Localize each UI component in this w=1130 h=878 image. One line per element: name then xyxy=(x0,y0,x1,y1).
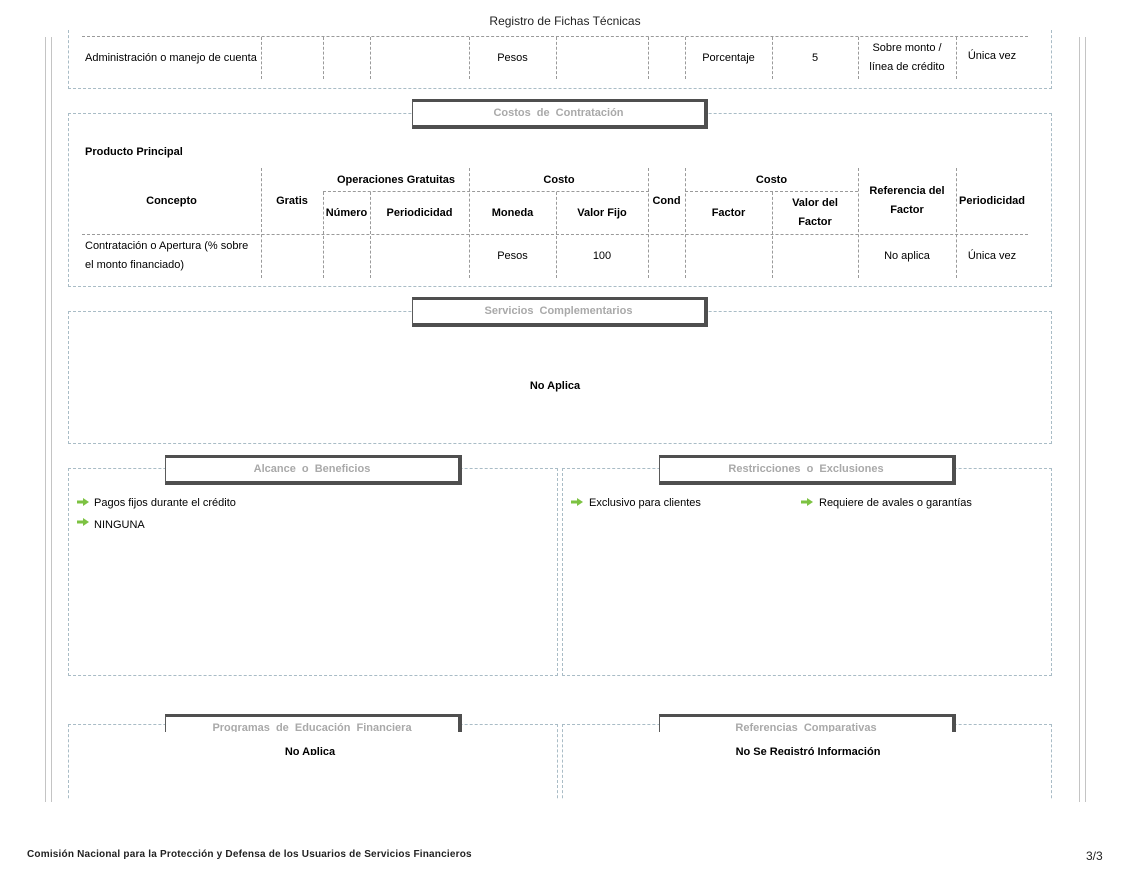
alcance-item: Pagos fijos durante el crédito xyxy=(94,497,236,509)
row-referencia: No aplica xyxy=(884,249,930,262)
referencias-panel xyxy=(562,724,1052,800)
header-costo-1: Costo xyxy=(543,173,575,186)
frame-line-left-outer xyxy=(45,37,46,802)
col-sep xyxy=(556,37,557,79)
header-periodicidad: Periodicidad xyxy=(958,194,1026,207)
col-sep xyxy=(261,168,262,278)
header-referencia: Referencia del Factor xyxy=(869,185,945,216)
top-row-moneda: Pesos xyxy=(497,51,528,64)
costos-tab: Costos de Contratación xyxy=(412,99,708,129)
programas-tab-clip: Programas de Educación Financiera xyxy=(160,712,470,732)
top-row-concepto: Administración o manejo de cuenta xyxy=(85,51,257,64)
programas-tab: Programas de Educación Financiera xyxy=(165,714,462,732)
col-sep xyxy=(370,37,371,79)
col-sep xyxy=(469,168,470,278)
arrow-right-icon xyxy=(77,498,89,506)
header-periodicidad-op: Periodicidad xyxy=(386,206,453,219)
row-periodicidad: Única vez xyxy=(967,249,1017,262)
arrow-right-icon xyxy=(77,518,89,526)
referencias-tab-clip: Referencias Comparativas xyxy=(654,712,964,732)
col-sep xyxy=(858,168,859,278)
header-operaciones-gratuitas: Operaciones Gratuitas xyxy=(337,173,455,186)
header-factor: Factor xyxy=(711,206,746,219)
col-sep xyxy=(772,37,773,79)
header-costo-2: Costo xyxy=(755,173,788,186)
arrow-right-icon xyxy=(571,498,583,506)
row-valor-fijo: 100 xyxy=(592,249,612,262)
top-row-referencia: Sobre monto / línea de crédito xyxy=(869,42,945,73)
producto-principal-label: Producto Principal xyxy=(85,146,183,158)
col-sep xyxy=(858,37,859,79)
col-sep xyxy=(556,192,557,278)
col-sep xyxy=(685,37,686,79)
header-gratis: Gratis xyxy=(276,194,308,207)
alcance-tab: Alcance o Beneficios xyxy=(165,455,462,485)
referencias-text-clip: No Se Registró Información xyxy=(658,745,958,755)
header-valor-fijo: Valor Fijo xyxy=(577,206,627,219)
top-row-factor: Porcentaje xyxy=(702,51,755,64)
alcance-item: NINGUNA xyxy=(94,519,145,529)
col-sep xyxy=(261,37,262,79)
frame-line-right-inner xyxy=(1079,37,1080,802)
top-row-line xyxy=(82,36,1028,37)
col-sep xyxy=(956,37,957,79)
programas-panel xyxy=(68,724,558,800)
col-sep xyxy=(648,37,649,79)
top-row-valor-factor: 5 xyxy=(811,51,819,64)
header-sub-line xyxy=(685,191,858,192)
col-sep xyxy=(956,168,957,278)
frame-line-right-outer xyxy=(1085,37,1086,802)
programas-text-clip: No Aplica xyxy=(160,745,460,755)
page-title: Registro de Fichas Técnicas xyxy=(489,14,641,28)
header-bottom-line xyxy=(82,234,1028,235)
frame-line-left-inner xyxy=(51,37,52,802)
col-sep xyxy=(323,37,324,79)
restricciones-item: Exclusivo para clientes xyxy=(589,497,701,509)
col-sep xyxy=(685,168,686,278)
servicios-text: No Aplica xyxy=(529,379,581,392)
page-number: 3/3 xyxy=(1086,849,1103,863)
referencias-text: No Se Registró Información xyxy=(735,746,881,755)
header-sub-line xyxy=(323,191,649,192)
header-valor-factor: Valor del Factor xyxy=(792,197,838,228)
row-moneda: Pesos xyxy=(497,249,528,262)
col-sep xyxy=(370,192,371,278)
restricciones-tab: Restricciones o Exclusiones xyxy=(659,455,956,485)
alcance-item-clip: NINGUNA xyxy=(94,517,294,529)
col-sep xyxy=(323,192,324,278)
header-concepto: Concepto xyxy=(146,194,197,207)
col-sep xyxy=(469,37,470,79)
header-cond: Cond xyxy=(652,194,681,207)
header-numero: Número xyxy=(325,206,368,219)
programas-text: No Aplica xyxy=(284,746,336,755)
col-sep xyxy=(772,192,773,278)
footer-organization: Comisión Nacional para la Protección y D… xyxy=(27,849,472,860)
top-row-panel xyxy=(68,30,1052,89)
row-concepto: Contratación o Apertura (% sobre el mont… xyxy=(85,240,249,271)
header-moneda: Moneda xyxy=(491,206,534,219)
referencias-tab: Referencias Comparativas xyxy=(659,714,956,732)
servicios-tab: Servicios Complementarios xyxy=(412,297,708,327)
restricciones-item: Requiere de avales o garantías xyxy=(819,497,972,509)
col-sep xyxy=(648,168,649,278)
top-row-periodicidad: Única vez xyxy=(967,49,1017,62)
arrow-right-icon xyxy=(801,498,813,506)
